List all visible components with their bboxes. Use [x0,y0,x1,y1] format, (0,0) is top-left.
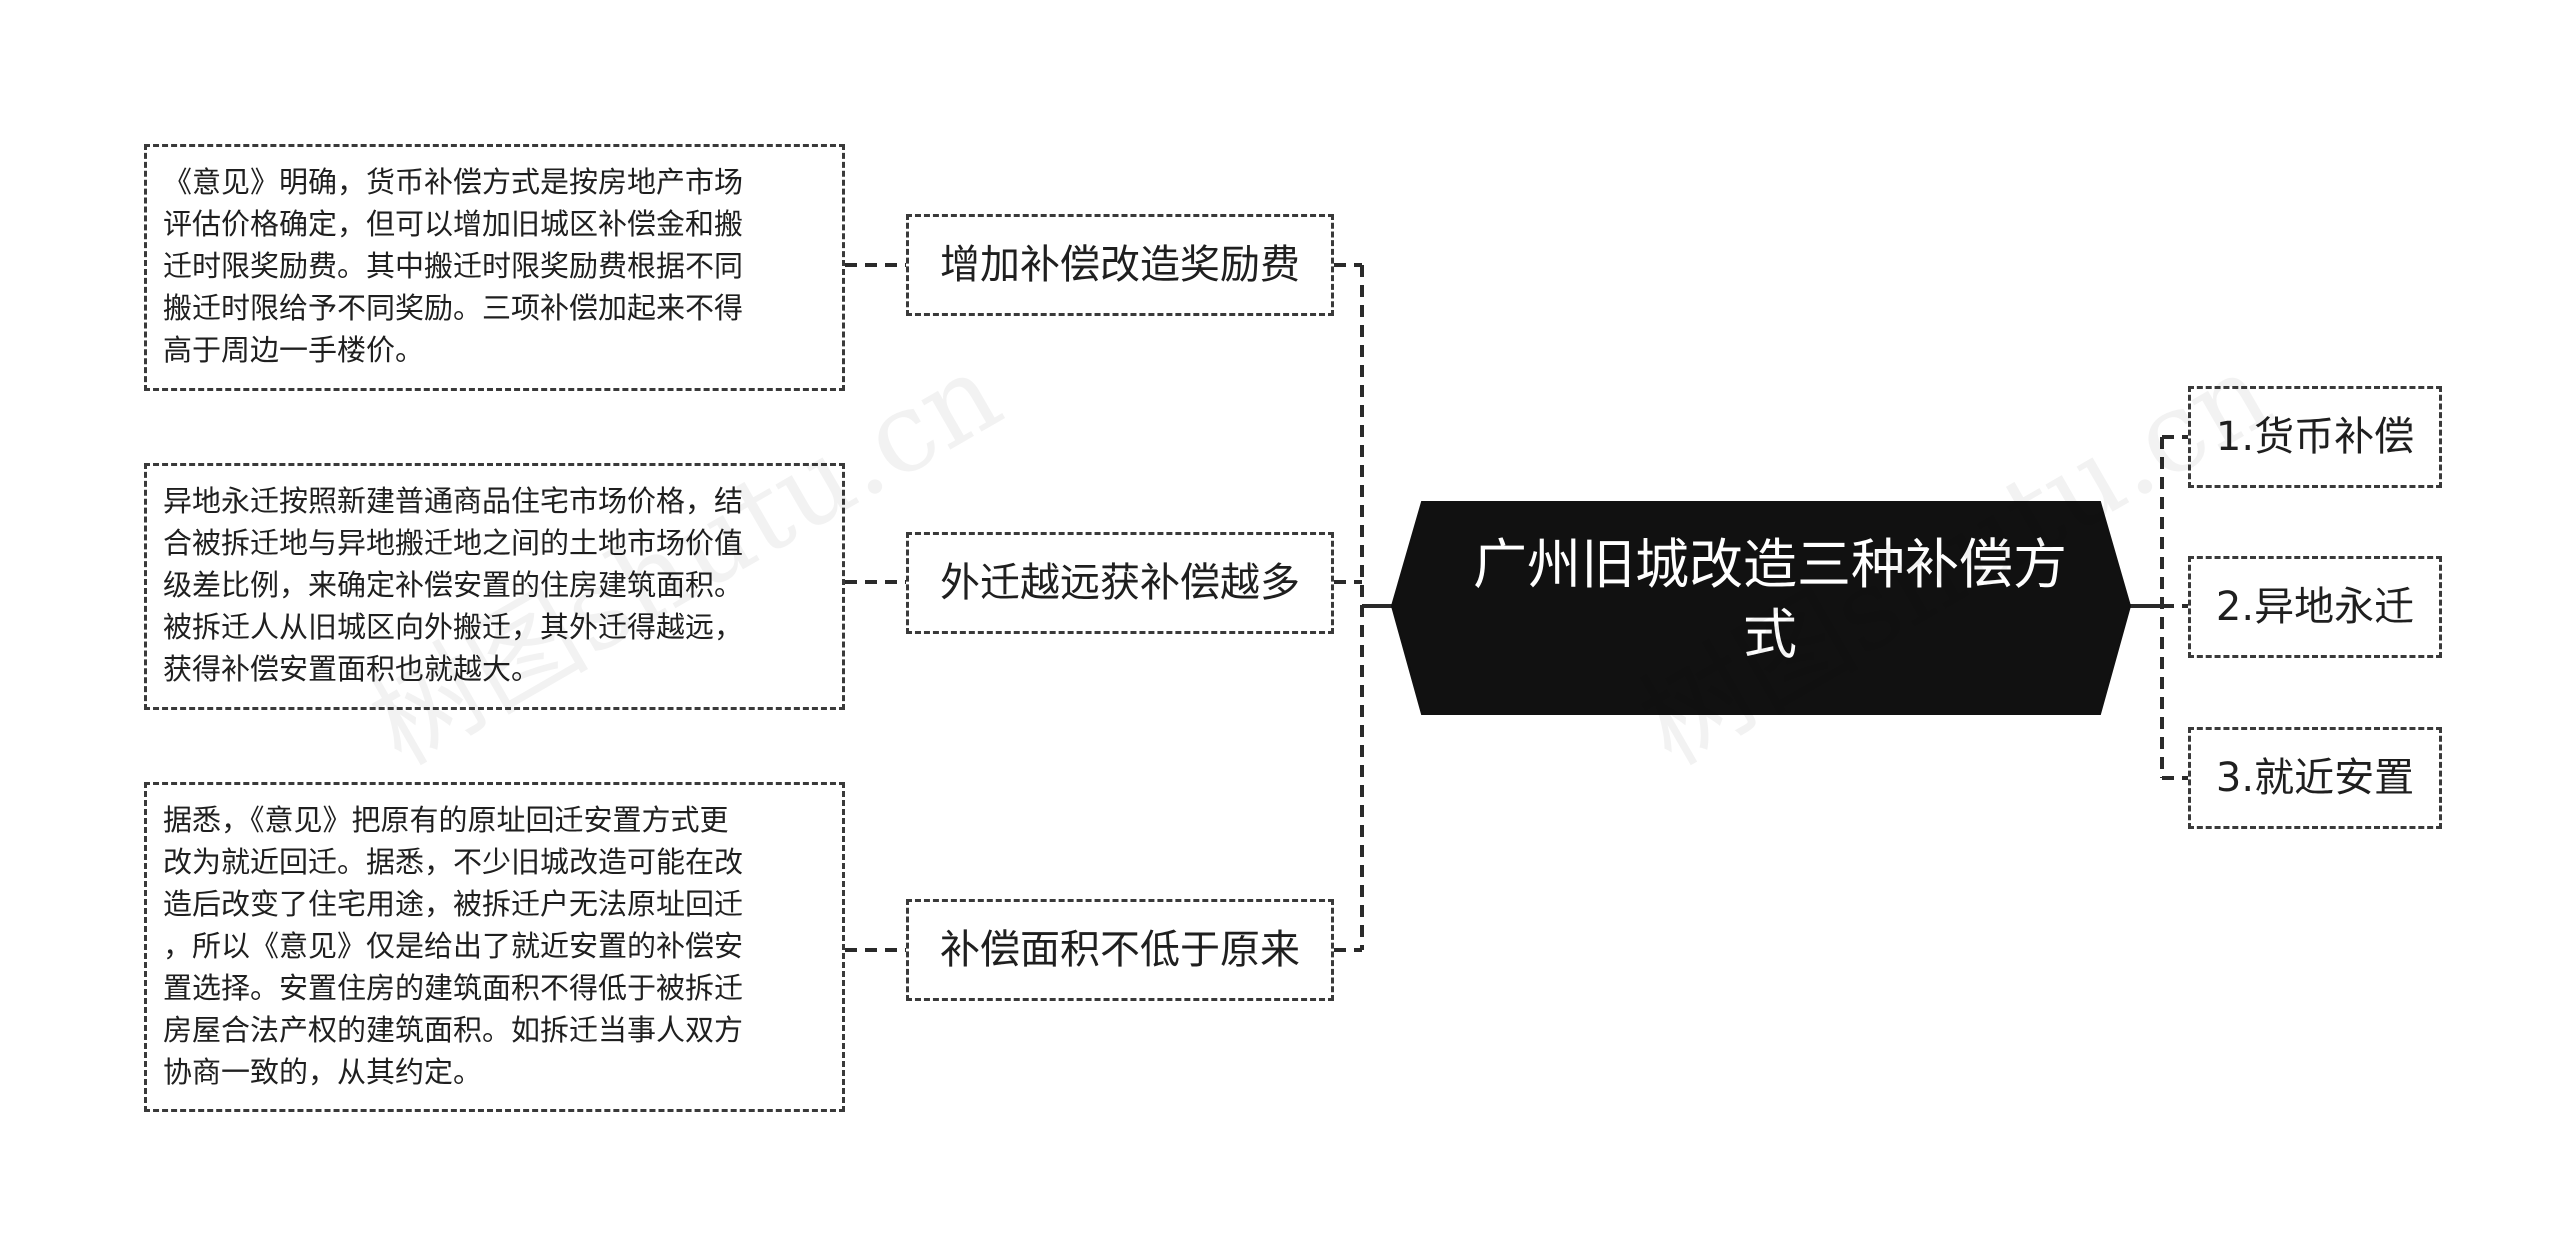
detail-2-line-5: 获得补偿安置面积也就越大。 [163,652,541,686]
right-topic-1[interactable]: 1.货币补偿 [2188,386,2442,488]
detail-2-line-2: 合被拆迁地与异地搬迁地之间的土地市场价值 [163,526,744,560]
detail-3-line-4: ，所以《意见》仅是给出了就近安置的补偿安 [163,929,744,963]
detail-box-3[interactable]: 据悉，《意见》把原有的原址回迁安置方式更 改为就近回迁。据悉，不少旧城改造可能在… [144,782,845,1112]
detail-3-line-7: 协商一致的，从其约定。 [163,1055,483,1089]
left-topic-1-label: 增加补偿改造奖励费 [940,242,1300,288]
detail-box-2[interactable]: 异地永迁按照新建普通商品住宅市场价格，结 合被拆迁地与异地搬迁地之间的土地市场价… [144,463,845,710]
right-topic-3[interactable]: 3.就近安置 [2188,727,2442,829]
detail-2-line-1: 异地永迁按照新建普通商品住宅市场价格，结 [163,484,744,518]
detail-3-line-2: 改为就近回迁。据悉，不少旧城改造可能在改 [163,845,744,879]
detail-box-1[interactable]: 《意见》明确，货币补偿方式是按房地产市场 评估价格确定，但可以增加旧城区补偿金和… [144,144,845,391]
detail-2-line-3: 级差比例，来确定补偿安置的住房建筑面积。 [163,568,744,602]
detail-1-line-1: 《意见》明确，货币补偿方式是按房地产市场 [163,165,744,199]
detail-2-line-4: 被拆迁人从旧城区向外搬迁，其外迁得越远， [163,610,744,644]
detail-1-line-5: 高于周边一手楼价。 [163,333,425,367]
root-label-line-1: 广州旧城改造三种补偿方 [1473,533,2067,596]
detail-3-line-5: 置选择。安置住房的建筑面积不得低于被拆迁 [163,971,744,1005]
right-topic-2[interactable]: 2.异地永迁 [2188,556,2442,658]
detail-1-line-2: 评估价格确定，但可以增加旧城区补偿金和搬 [163,207,744,241]
root-node-label[interactable]: 广州旧城改造三种补偿方 式 [1440,530,2100,670]
detail-3-line-3: 造后改变了住宅用途，被拆迁户无法原址回迁 [163,887,744,921]
left-topic-2-label: 外迁越远获补偿越多 [940,560,1300,606]
left-topic-3[interactable]: 补偿面积不低于原来 [906,899,1334,1001]
right-topic-3-label: 3.就近安置 [2215,755,2415,801]
root-node-shape [1390,501,2132,715]
right-topic-1-label: 1.货币补偿 [2215,414,2415,460]
detail-1-line-4: 搬迁时限给予不同奖励。三项补偿加起来不得 [163,291,744,325]
root-label-line-2: 式 [1743,603,1797,666]
left-topic-2[interactable]: 外迁越远获补偿越多 [906,532,1334,634]
detail-3-line-1: 据悉，《意见》把原有的原址回迁安置方式更 [163,803,729,837]
detail-1-line-3: 迁时限奖励费。其中搬迁时限奖励费根据不同 [163,249,744,283]
left-topic-3-label: 补偿面积不低于原来 [940,927,1300,973]
right-topic-2-label: 2.异地永迁 [2215,584,2415,630]
left-topic-1[interactable]: 增加补偿改造奖励费 [906,214,1334,316]
detail-3-line-6: 房屋合法产权的建筑面积。如拆迁当事人双方 [163,1013,744,1047]
